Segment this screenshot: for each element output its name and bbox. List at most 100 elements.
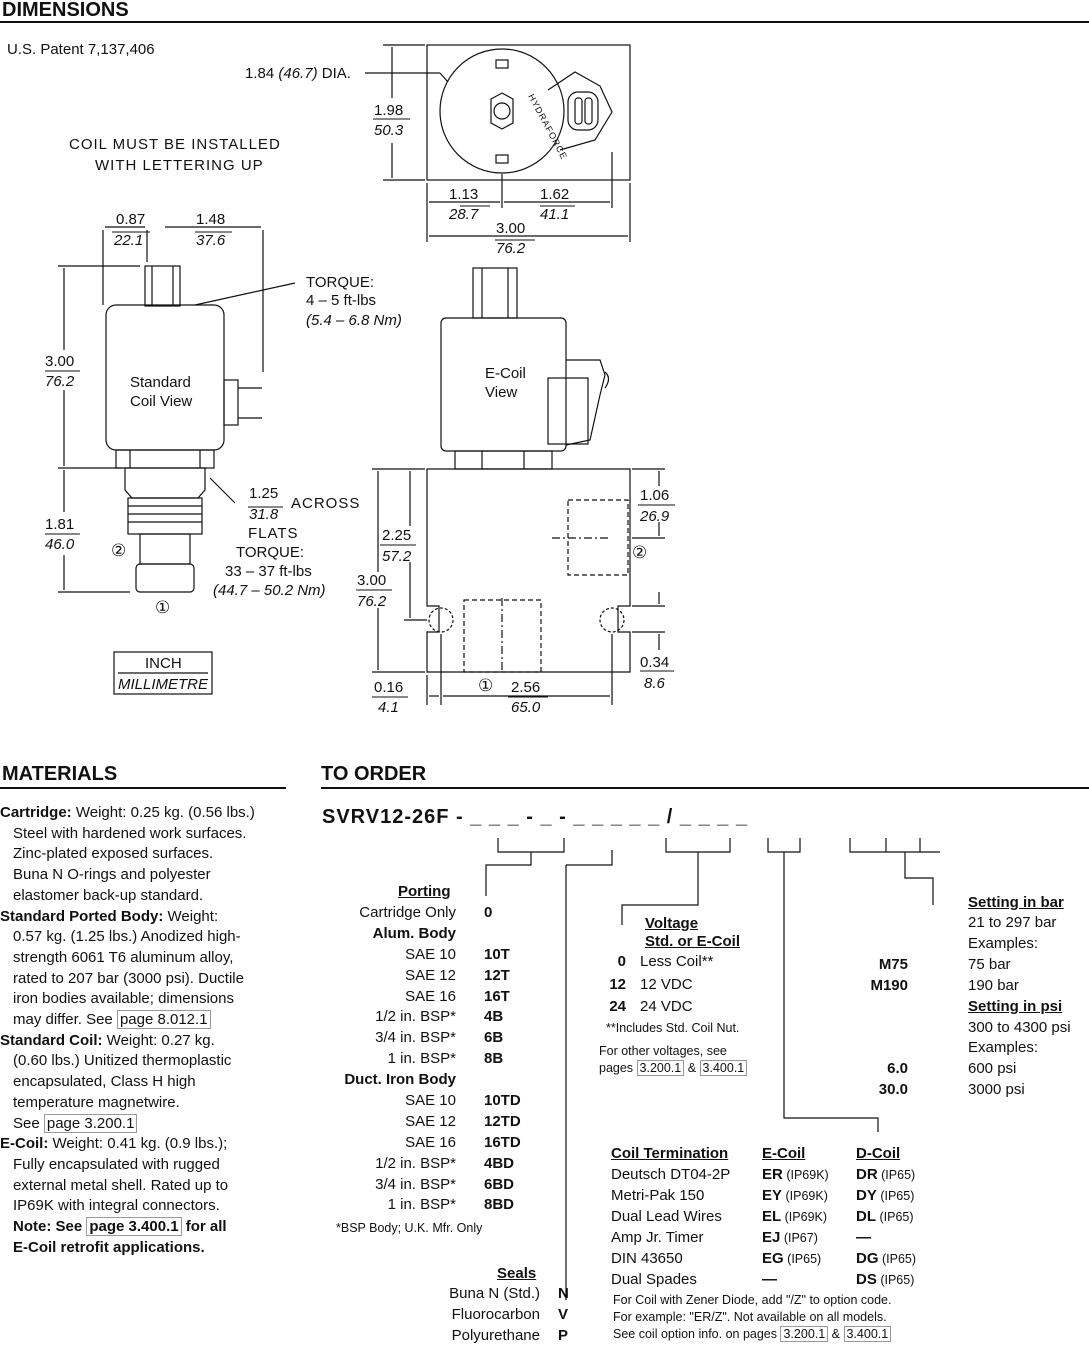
install-note: WITH LETTERING UP [95, 157, 264, 174]
voltage-label: 12 VDC [640, 975, 693, 993]
porting-code: 6B [484, 1029, 504, 1047]
heading-rule [0, 787, 286, 789]
materials-heading: MATERIALS [2, 763, 118, 785]
order-bracket-lines [485, 838, 940, 1300]
dim-in: 1.81 [45, 516, 74, 533]
porting-label: 1 in. BSP* [387, 1050, 456, 1068]
voltage-label: 24 VDC [640, 998, 693, 1015]
dim-in: 1.98 [374, 102, 403, 119]
porting-label: 3/4 in. BSP* [375, 1175, 456, 1193]
dim-mm: 76.2 [357, 593, 387, 610]
porting-code: 10TD [484, 1092, 521, 1110]
install-note: COIL MUST BE INSTALLED [69, 136, 281, 153]
top-view-coil [439, 48, 565, 174]
material-line: external metal shell. Rated up to [13, 1176, 229, 1194]
ported-body [426, 468, 631, 673]
port-1-label: ① [155, 598, 170, 617]
dim-mm: 76.2 [45, 373, 75, 390]
dim-in: 2.25 [382, 527, 411, 544]
dcoil-code-value: DS [856, 1271, 877, 1288]
zener-note: For Coil with Zener Diode, add "/Z" to o… [613, 1293, 892, 1307]
coil-weight: Weight: 0.27 kg. [102, 1031, 215, 1049]
patent-text: U.S. Patent 7,137,406 [7, 41, 155, 58]
page-link[interactable]: 3.200.1 [636, 1060, 685, 1076]
page-link[interactable]: page 3.400.1 [86, 1217, 182, 1237]
page-link[interactable]: page 3.200.1 [43, 1113, 138, 1133]
coil-name: Metri-Pak 150 [611, 1187, 705, 1204]
porting-code: 6BD [484, 1175, 515, 1193]
page-link[interactable]: 3.200.1 [780, 1326, 829, 1342]
heading-rule [321, 787, 1089, 789]
dcoil-code: DY (IP65) [856, 1187, 914, 1204]
dcoil-code: DS (IP65) [856, 1271, 914, 1288]
porting-label: 1/2 in. BSP* [375, 1008, 456, 1026]
psi-example-label: 3000 psi [968, 1080, 1025, 1098]
material-line: strength 6061 T6 aluminum alloy, [13, 948, 234, 966]
ecoil-column-heading: E-Coil [762, 1145, 806, 1162]
coil-row: Dual Spades—DS (IP65) [611, 1271, 941, 1292]
model-code: SVRV12-26F - _ _ _ - _ - _ _ _ _ _ / _ _… [322, 806, 749, 828]
material-line: 0.57 kg. (1.25 lbs.) Anodized high- [13, 928, 241, 946]
material-line: Zinc-plated exposed surfaces. [13, 845, 214, 863]
dim-in: 0.34 [640, 654, 669, 671]
porting-row: Duct. Iron Body [300, 1071, 520, 1092]
page-link[interactable]: 3.400.1 [843, 1326, 892, 1342]
voltage-code: 12 [609, 975, 626, 993]
porting-label: Alum. Body [372, 924, 456, 942]
ecoil-code-value: ER [762, 1166, 783, 1183]
ecoil-view-label: E-Coil [485, 365, 526, 382]
dcoil-code: DG (IP65) [856, 1250, 916, 1267]
bar-example-label: 75 bar [968, 956, 1011, 973]
across-label: ACROSS [291, 495, 360, 512]
dcoil-code-value: DG [856, 1250, 879, 1267]
porting-label: Duct. Iron Body [344, 1071, 456, 1089]
dcoil-column-heading: D-Coil [856, 1145, 901, 1162]
page-link[interactable]: page 8.012.1 [116, 1010, 211, 1030]
material-line: encapsulated, Class H high [13, 1073, 196, 1091]
porting-code: 12TD [484, 1112, 521, 1130]
dim-in: 0.87 [116, 211, 145, 228]
ecoil-rating: (IP69K) [781, 1210, 828, 1224]
ecoil-rating: (IP69K) [782, 1168, 829, 1182]
porting-code: 12T [484, 966, 510, 984]
coil-name: Dual Spades [611, 1271, 697, 1288]
page-link[interactable]: 3.400.1 [699, 1060, 748, 1076]
porting-row: 1/2 in. BSP* 4B [300, 1008, 520, 1029]
dim-in: 3.00 [45, 353, 74, 370]
porting-label: Cartridge Only [359, 904, 456, 921]
dim-mm: 76.2 [496, 240, 526, 257]
coil-view-label: Standard [130, 374, 191, 391]
ecoil-view-label: View [485, 384, 517, 401]
ecoil-rating: (IP67) [780, 1231, 818, 1245]
top-view-nut [490, 92, 514, 130]
dimensions-heading: DIMENSIONS [2, 0, 129, 21]
dim-in: 1.13 [449, 186, 478, 203]
porting-label: 1 in. BSP* [387, 1196, 456, 1214]
voltage-note: **Includes Std. Coil Nut. [606, 1021, 740, 1035]
porting-code: 4B [484, 1008, 504, 1026]
voltage-code: 0 [617, 953, 626, 970]
material-line: iron bodies available; dimensions [13, 990, 234, 1008]
port-2-label: ② [111, 541, 126, 560]
dim-mm: 4.1 [378, 699, 399, 716]
ecoil-weight: Weight: 0.41 kg. (0.9 lbs.); [48, 1135, 228, 1153]
ecoil-code: EJ (IP67) [762, 1229, 818, 1246]
dcoil-code-value: DL [856, 1208, 876, 1225]
ecoil-code-value: EY [762, 1187, 783, 1204]
unit-inch: INCH [145, 655, 182, 672]
bar-example-code: M190 [870, 976, 908, 994]
dcoil-rating: (IP65) [876, 1189, 915, 1203]
material-line: Steel with hardened work surfaces. [13, 824, 247, 842]
